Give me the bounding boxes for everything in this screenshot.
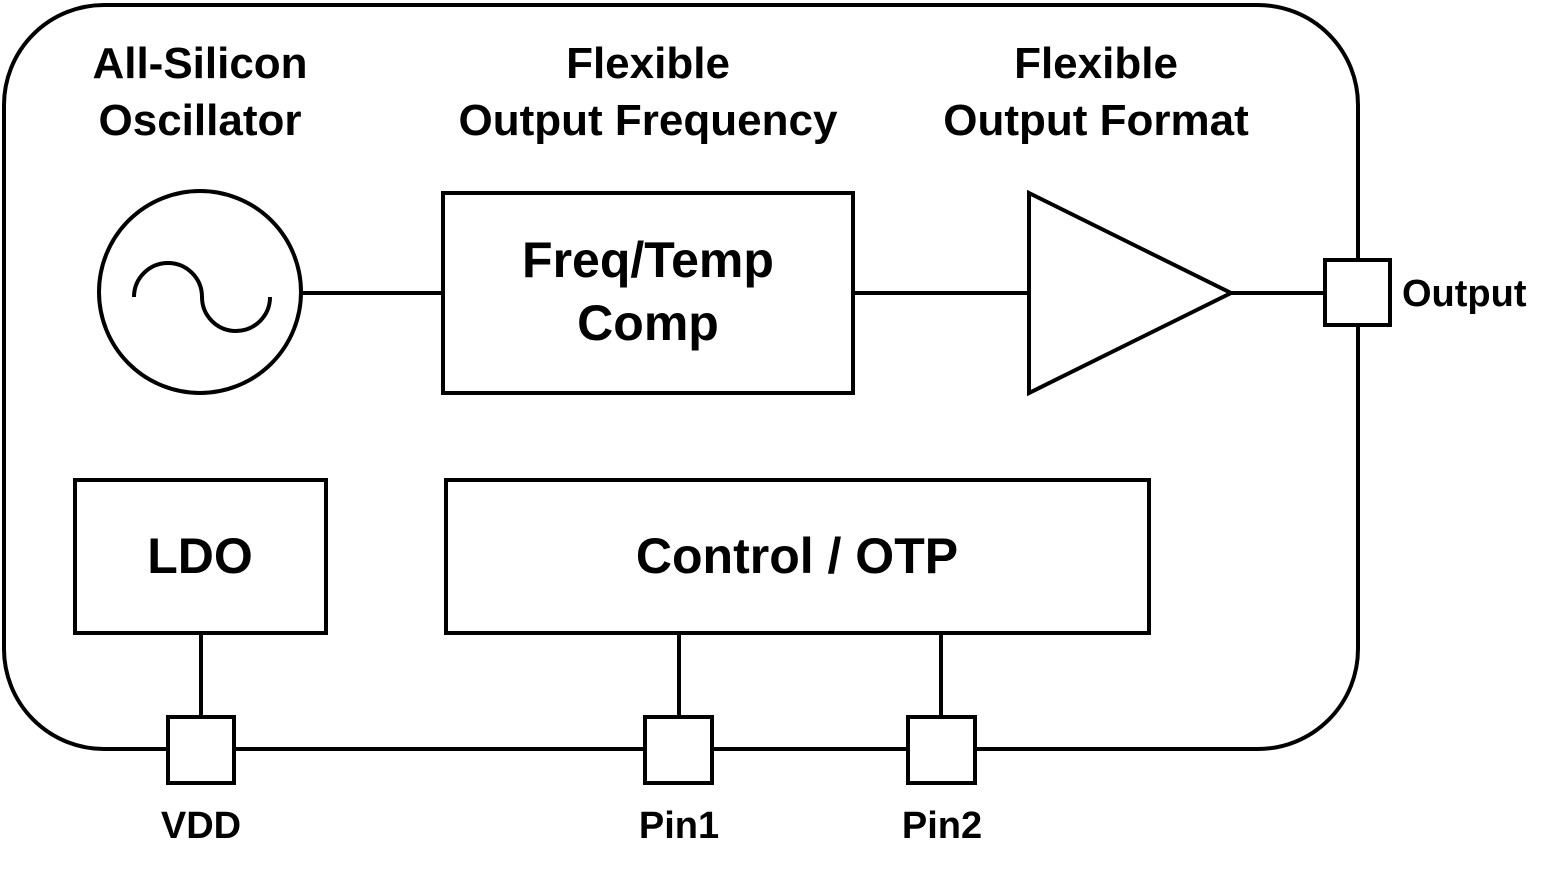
freq-temp-label-line2: Comp	[577, 295, 719, 351]
output-pin	[1323, 258, 1392, 327]
freq-temp-comp-block: Freq/Temp Comp	[441, 191, 855, 395]
header-frequency-line1: Flexible	[566, 39, 730, 88]
header-oscillator-line1: All-Silicon	[92, 39, 307, 88]
pin1-pin	[643, 715, 714, 785]
freq-temp-label-line1: Freq/Temp	[522, 232, 774, 288]
sine-wave-source-icon	[97, 189, 303, 395]
header-oscillator-line2: Oscillator	[99, 96, 302, 145]
vdd-pin	[166, 715, 236, 785]
header-format-line1: Flexible	[1014, 39, 1178, 88]
output-pin-label: Output	[1402, 273, 1527, 315]
pin1-pin-label: Pin1	[639, 805, 719, 847]
control-otp-label: Control / OTP	[636, 528, 958, 584]
ldo-block: LDO	[73, 478, 328, 635]
ldo-label: LDO	[147, 528, 253, 584]
pin2-pin	[906, 715, 977, 785]
pin2-pin-label: Pin2	[902, 805, 982, 847]
header-frequency-line2: Output Frequency	[459, 96, 838, 145]
control-otp-block: Control / OTP	[444, 478, 1151, 635]
vdd-pin-label: VDD	[161, 805, 241, 847]
header-format-line2: Output Format	[943, 96, 1249, 145]
triangle-amplifier-icon	[1027, 189, 1236, 397]
